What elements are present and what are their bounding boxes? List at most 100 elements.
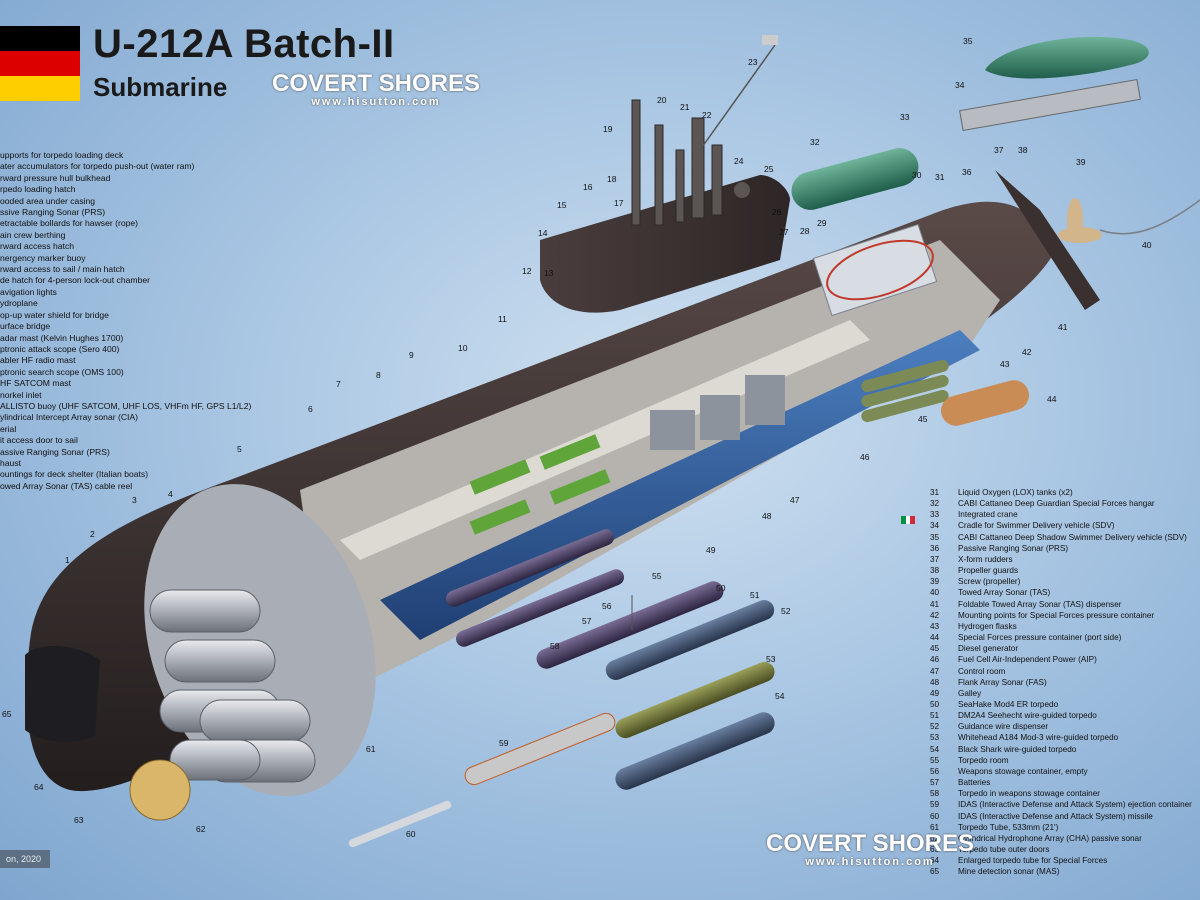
x-rudders [995,170,1100,310]
legend-left-item: etractable bollards for hawser (rope) [0,218,139,229]
control-room-consoles [650,375,785,450]
legend-text: Torpedo in weapons stowage container [958,789,1101,799]
callout-number: 44 [1047,394,1057,404]
callout-number: 38 [1018,145,1028,155]
legend-left-item: de hatch for 4-person lock-out chamber [0,275,150,286]
callout-number: 4 [168,489,173,499]
callout-number: 36 [962,167,972,177]
legend-number: 55 [930,755,940,765]
legend-number: 43 [930,621,940,631]
legend-left-item: norkel inlet [0,389,42,400]
callout-number: 49 [706,545,716,555]
sf-pressure-container [941,380,1029,426]
page-subtitle: Submarine [93,72,228,102]
legend-left-item: ooded area under casing [0,195,96,206]
legend-number: 47 [930,666,940,676]
hydrogen-flasks [861,359,949,423]
callout-number: 39 [1076,157,1086,167]
callout-number: 45 [918,414,928,424]
legend-number: 60 [930,811,940,821]
legend-number: 63 [930,845,940,854]
legend-text: Black Shark wire-guided torpedo [958,744,1077,754]
callout-number: 59 [499,738,509,748]
legend-number: 64 [930,856,940,866]
legend-text: Foldable Towed Array Sonar (TAS) dispens… [958,599,1122,609]
callout-number: 6 [308,404,313,414]
legend-number: 45 [930,644,940,654]
torpedo-in-room [445,529,615,607]
legend-number: 59 [930,800,940,810]
callout-number: 8 [376,370,381,380]
legend-text: Diesel generator [958,644,1019,654]
idas-container [464,712,616,786]
legend-right-item: 56 Weapons stowage container, empty [930,766,1198,777]
bow-sonar-window [25,645,100,742]
legend-number: 53 [930,733,940,743]
callout-number: 7 [336,379,341,389]
legend-text: Towed Array Sonar (TAS) [958,588,1051,598]
legend-left-item: rward pressure hull bulkhead [0,172,111,183]
copyright-label: on, 2020 [0,850,50,868]
legend-number: 36 [930,543,940,553]
legend-number: 52 [930,722,940,732]
legend-left-item: nergency marker buoy [0,252,86,263]
legend-text: X-form rudders [958,554,1013,564]
callout-number: 58 [550,641,560,651]
hydrophone-array [129,759,191,821]
satcom-dome [734,182,750,198]
callout-number: 64 [34,782,44,792]
callout-number: 2 [90,529,95,539]
legend-text: Special Forces pressure container (port … [958,633,1122,643]
callout-number: 50 [716,583,726,593]
legend-text: Propeller guards [958,566,1019,576]
towed-array-cable [1099,199,1200,235]
legend-number: 56 [930,766,940,776]
legend-left-item: haust [0,457,22,468]
callout-number: 55 [652,571,662,581]
callisto-buoy [762,35,778,45]
brand-name: COVERT SHORES [272,70,481,97]
legend-number: 58 [930,789,940,799]
legend-left-item: erial [0,423,17,434]
crew-berthing [469,434,611,535]
brand-name: COVERT SHORES [766,830,975,857]
callout-number: 37 [994,145,1004,155]
callout-number: 9 [409,350,414,360]
callout-number: 17 [614,198,624,208]
callout-number: 3 [132,495,137,505]
legend-text: Weapons stowage container, empty [958,766,1088,776]
legend-left-item: abler HF radio mast [0,355,76,366]
torpedo-in-room-2 [455,569,625,647]
callout-number: 5 [237,444,242,454]
callout-number: 41 [1058,322,1068,332]
brand-url: www.hisutton.com [311,96,441,108]
legend-number: 32 [930,499,940,509]
legend-left-item: ylindrical Intercept Array sonar (CIA) [0,412,139,423]
flag-stripe-black [0,26,80,51]
callout-number: 34 [955,80,965,90]
legend-left-item: assive Ranging Sonar (PRS) [0,446,110,457]
legend-text: Liquid Oxygen (LOX) tanks (x2) [958,488,1073,497]
legend-left-item: ain crew berthing [0,229,66,240]
legend-text: Fuel Cell Air-Independent Power (AIP) [958,655,1097,665]
callout-number: 27 [779,227,789,237]
legend-left-item: owed Array Sonar (TAS) cable reel [0,480,133,491]
torpedo-53 [615,661,775,739]
sail [540,175,790,313]
legend-right-item: 58 Torpedo in weapons stowage container [930,788,1198,799]
legend-text: SeaHake Mod4 ER torpedo [958,699,1059,709]
callout-number: 32 [810,137,820,147]
legend-number: 34 [930,521,940,531]
flag-stripe-gold [0,76,80,101]
callout-number: 48 [762,511,772,521]
